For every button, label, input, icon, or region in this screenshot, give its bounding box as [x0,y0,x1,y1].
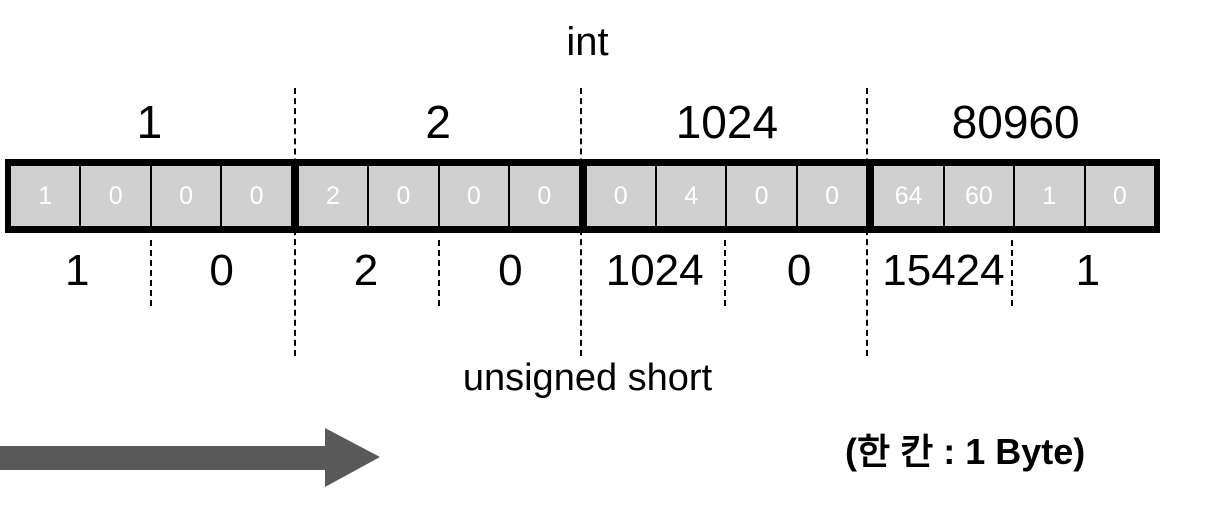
byte-group: 1 0 0 0 [11,166,291,226]
byte-cell: 1 [11,166,80,226]
byte-cell: 0 [586,166,655,226]
byte-unit-caption: (한 칸 : 1 Byte) [845,431,1086,472]
unsigned-short-value-row: 1 0 2 0 1024 0 15424 1 [5,243,1160,299]
unsigned-short-value: 0 [786,246,812,295]
byte-cell: 4 [656,166,726,226]
int-boundary-dashed-line [580,88,582,356]
unsigned-short-value: 1 [64,246,90,295]
short-boundary-dashed-line [724,240,726,306]
int-value: 2 [425,96,451,148]
int-boundary-dashed-line [866,88,868,356]
unsigned-short-value: 2 [353,246,379,295]
byte-group: 2 0 0 0 [298,166,579,226]
short-boundary-dashed-line [438,240,440,306]
byte-cell: 0 [439,166,509,226]
byte-cell: 0 [727,166,796,226]
byte-cell: 60 [944,166,1014,226]
byte-cell: 0 [151,166,221,226]
int-type-label: int [566,20,609,64]
right-arrow-icon [0,428,380,487]
int-value: 80960 [951,96,1080,148]
short-boundary-dashed-line [1011,240,1013,306]
byte-group: 0 4 0 0 [586,166,867,226]
unsigned-short-value: 15424 [882,246,1005,295]
byte-cell: 0 [510,166,579,226]
byte-cell: 2 [298,166,368,226]
byte-cell: 0 [797,166,867,226]
int-value-row: 1 2 1024 80960 [5,92,1160,154]
int-value: 1024 [675,96,779,148]
byte-cell: 0 [1085,166,1154,226]
unsigned-short-value: 1024 [605,246,704,295]
int-value: 1 [136,96,163,148]
byte-cell: 0 [369,166,438,226]
short-boundary-dashed-line [150,240,152,306]
byte-array-box: 1 0 0 0 2 0 0 0 0 4 0 0 64 60 1 0 [5,159,1160,233]
unsigned-short-value: 0 [209,246,234,295]
byte-group: 64 60 1 0 [874,166,1154,226]
unsigned-short-type-label: unsigned short [462,357,713,399]
unsigned-short-value: 0 [498,246,523,295]
byte-cell: 0 [81,166,150,226]
int-boundary-dashed-line [294,88,296,356]
byte-cell: 0 [222,166,291,226]
unsigned-short-value: 1 [1075,246,1101,295]
byte-cell: 1 [1015,166,1084,226]
byte-cell: 64 [874,166,943,226]
